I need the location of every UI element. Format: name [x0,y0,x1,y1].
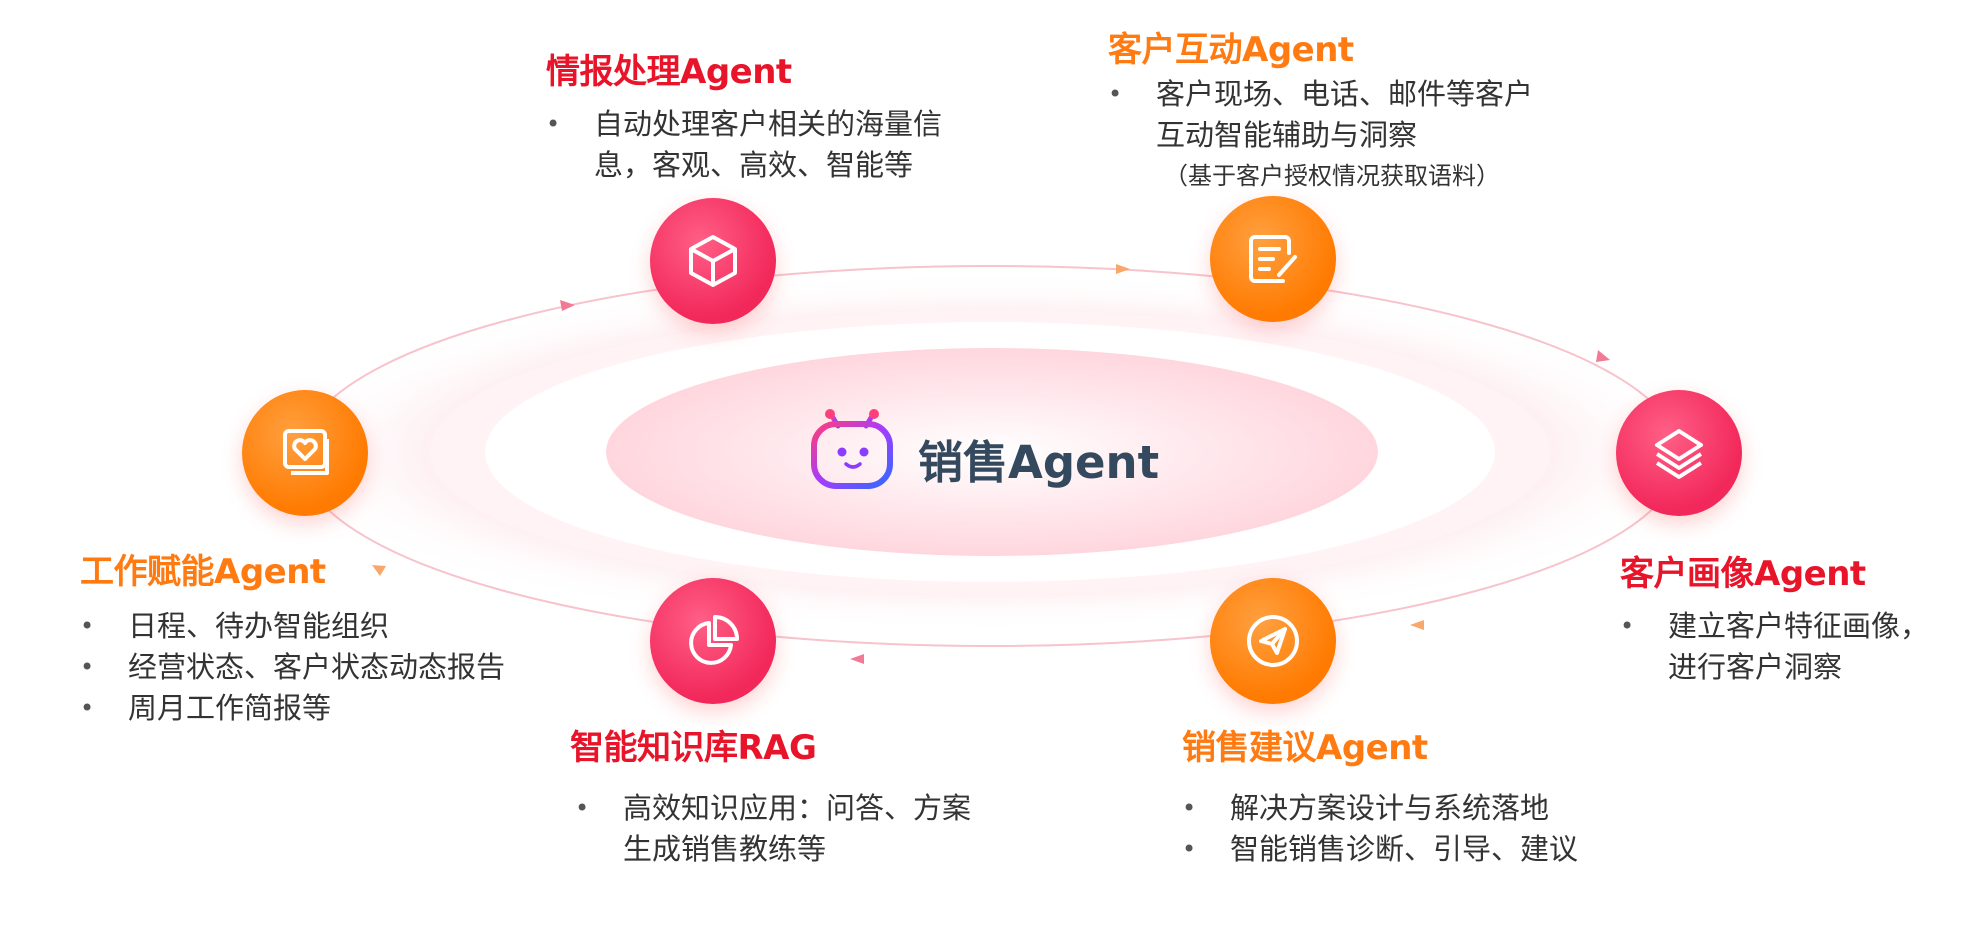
paper-plane-icon [1247,615,1299,667]
orbit-arrow [1596,350,1610,362]
knowledge-rag-node[interactable] [650,578,776,704]
orbit-arrow [1116,264,1130,274]
intel-agent-desc: 自动处理客户相关的海量信 息，客观、高效、智能等 [546,104,942,186]
intel-agent-node[interactable] [650,198,776,324]
profile-desc-line: 进行客户洞察 [1668,650,1843,684]
knowledge-desc-line: 高效知识应用：问答、方案 [575,788,971,829]
work-agent-title: 工作赋能Agent [80,552,326,592]
work-agent-node[interactable] [242,390,368,516]
center-ellipse [606,348,1378,556]
intel-agent-title: 情报处理Agent [546,52,792,92]
knowledge-desc-line: 生成销售教练等 [623,832,827,866]
pie-chart-icon [689,615,739,665]
profile-agent-desc: 建立客户特征画像， 进行客户洞察 [1620,606,1929,688]
profile-desc-line: 建立客户特征画像， [1620,606,1929,647]
orbit-arrow [372,565,386,576]
interaction-agent-title: 客户互动Agent [1108,30,1354,70]
interaction-desc-note: （基于客户授权情况获取语料） [1164,162,1500,190]
heart-card-icon [283,429,329,475]
knowledge-rag-title: 智能知识库RAG [570,728,817,768]
intel-desc-line: 息，客观、高效、智能等 [594,148,914,182]
profile-agent-node[interactable] [1616,390,1742,516]
advice-agent-node[interactable] [1210,578,1336,704]
profile-agent-title: 客户画像Agent [1620,554,1866,594]
advice-agent-title: 销售建议Agent [1182,728,1428,768]
center-label: 销售Agent [918,436,1160,489]
robot-icon [811,409,893,489]
work-agent-desc: 日程、待办智能组织 经营状态、客户状态动态报告 周月工作简报等 [80,606,505,729]
intel-desc-line: 自动处理客户相关的海量信 [546,104,942,145]
cube-icon [689,235,737,287]
knowledge-rag-desc: 高效知识应用：问答、方案 生成销售教练等 [575,788,971,870]
orbit-arrow [1410,620,1424,630]
orbit-arrow [560,300,575,311]
work-desc-line: 周月工作简报等 [80,688,505,729]
interaction-desc-line: 客户现场、电话、邮件等客户 [1108,74,1533,115]
work-desc-line: 日程、待办智能组织 [80,606,505,647]
layers-icon [1655,429,1703,479]
interaction-agent-node[interactable] [1210,196,1336,322]
interaction-desc-line: 互动智能辅助与洞察 [1156,118,1418,152]
advice-agent-desc: 解决方案设计与系统落地 智能销售诊断、引导、建议 [1182,788,1578,870]
document-edit-icon [1249,235,1297,283]
orbit-arrow [850,654,864,664]
advice-desc-line: 解决方案设计与系统落地 [1182,788,1578,829]
work-desc-line: 经营状态、客户状态动态报告 [80,647,505,688]
interaction-agent-desc: 客户现场、电话、邮件等客户 互动智能辅助与洞察 （基于客户授权情况获取语料） [1108,74,1533,197]
advice-desc-line: 智能销售诊断、引导、建议 [1182,829,1578,870]
